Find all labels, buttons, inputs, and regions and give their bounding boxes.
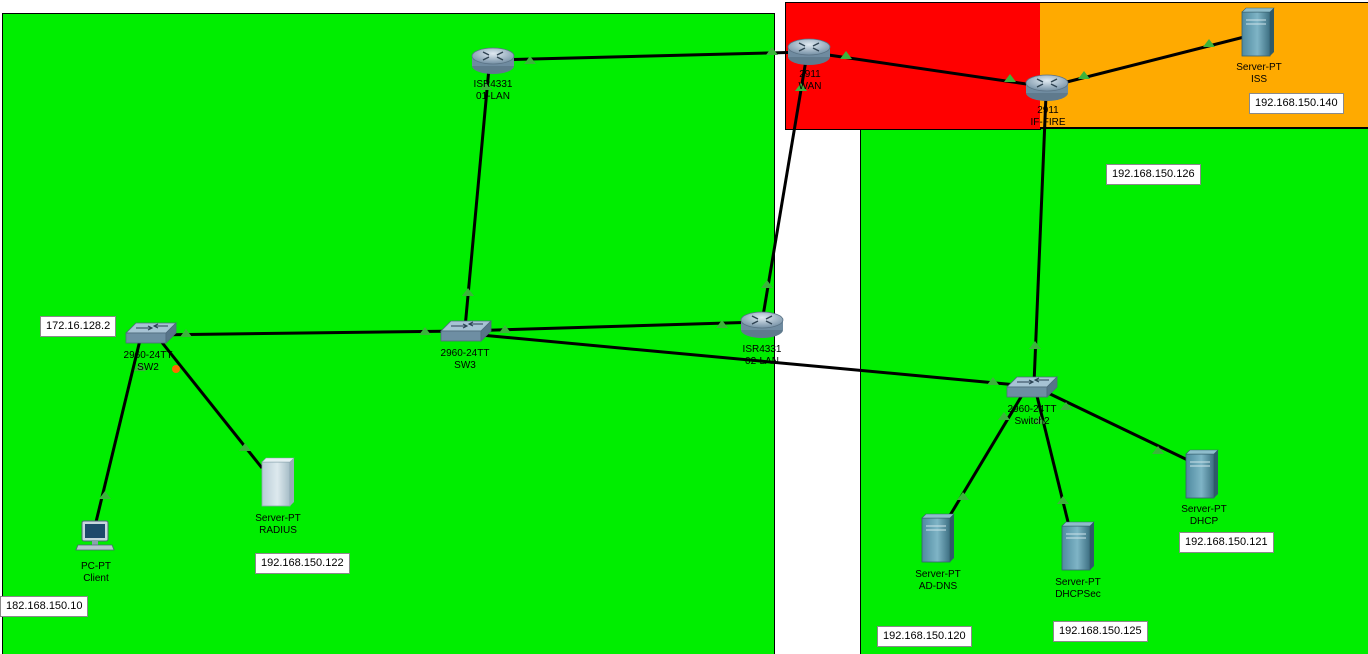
server-icon[interactable]	[921, 513, 955, 563]
router-icon[interactable]	[740, 311, 784, 339]
link-down-indicator	[172, 365, 180, 373]
link-isr01-sw3[interactable]	[463, 67, 491, 329]
note-iss-ip[interactable]: 192.168.150.140	[1249, 93, 1344, 114]
link-up-indicator	[766, 47, 778, 55]
link-sw2-client[interactable]	[94, 339, 142, 523]
link-wan-isr02[interactable]	[760, 59, 808, 323]
link-up-indicator	[998, 412, 1010, 420]
link-up-indicator	[1034, 416, 1046, 424]
link-up-indicator	[957, 492, 969, 500]
server-icon[interactable]	[261, 457, 295, 507]
link-up-indicator	[480, 82, 492, 90]
link-up-indicator	[239, 443, 251, 451]
link-switch2-addns[interactable]	[944, 391, 1026, 523]
note-addns-ip[interactable]: 192.168.150.120	[877, 626, 972, 647]
note-dhcp-ip[interactable]: 192.168.150.121	[1179, 532, 1274, 553]
link-up-indicator	[462, 288, 474, 296]
link-up-indicator	[1029, 341, 1041, 349]
link-isr01-wan[interactable]	[493, 50, 809, 62]
server-icon[interactable]	[1241, 7, 1275, 57]
switch-icon[interactable]	[440, 320, 492, 342]
link-up-indicator	[134, 363, 146, 371]
switch-icon[interactable]	[1006, 376, 1058, 398]
link-up-indicator	[419, 327, 431, 335]
link-up-indicator	[716, 320, 728, 328]
link-up-indicator	[795, 83, 807, 91]
server-icon[interactable]	[1185, 449, 1219, 499]
link-fire-switch2[interactable]	[1032, 94, 1048, 385]
link-up-indicator	[1078, 71, 1090, 79]
link-up-indicator	[1004, 74, 1016, 82]
link-up-indicator	[840, 51, 852, 59]
link-up-indicator	[1057, 496, 1069, 504]
link-up-indicator	[761, 280, 773, 288]
link-up-indicator	[987, 377, 999, 385]
link-fire-iss[interactable]	[1046, 32, 1257, 89]
note-client-ip[interactable]: 182.168.150.10	[0, 596, 89, 617]
link-up-indicator	[499, 325, 511, 333]
note-sw2-ip[interactable]: 172.16.128.2	[40, 316, 117, 337]
note-radius-ip[interactable]: 192.168.150.122	[255, 553, 350, 574]
router-icon[interactable]	[787, 38, 831, 66]
link-sw3-switch2[interactable]	[469, 332, 1029, 388]
link-up-indicator	[1060, 402, 1072, 410]
link-switch2-dhcpsec[interactable]	[1034, 391, 1072, 531]
router-icon[interactable]	[1025, 74, 1069, 102]
switch-icon[interactable]	[125, 322, 177, 344]
pc-icon[interactable]	[75, 520, 115, 551]
link-switch2-dhcp[interactable]	[1045, 390, 1197, 466]
link-up-indicator	[99, 491, 111, 499]
link-status-indicators	[99, 39, 1215, 504]
link-up-indicator	[1152, 446, 1164, 454]
note-fire-net[interactable]: 192.168.150.126	[1106, 164, 1201, 185]
link-sw2-sw3[interactable]	[149, 329, 464, 337]
link-sw3-isr02[interactable]	[462, 320, 761, 333]
note-dhcpsec-ip[interactable]: 192.168.150.125	[1053, 621, 1148, 642]
links	[94, 32, 1257, 531]
router-icon[interactable]	[471, 47, 515, 75]
link-up-indicator	[180, 329, 192, 337]
link-up-indicator	[1203, 39, 1215, 47]
link-up-indicator	[524, 56, 536, 64]
server-icon[interactable]	[1061, 521, 1095, 571]
lan-area-right	[860, 128, 1368, 654]
